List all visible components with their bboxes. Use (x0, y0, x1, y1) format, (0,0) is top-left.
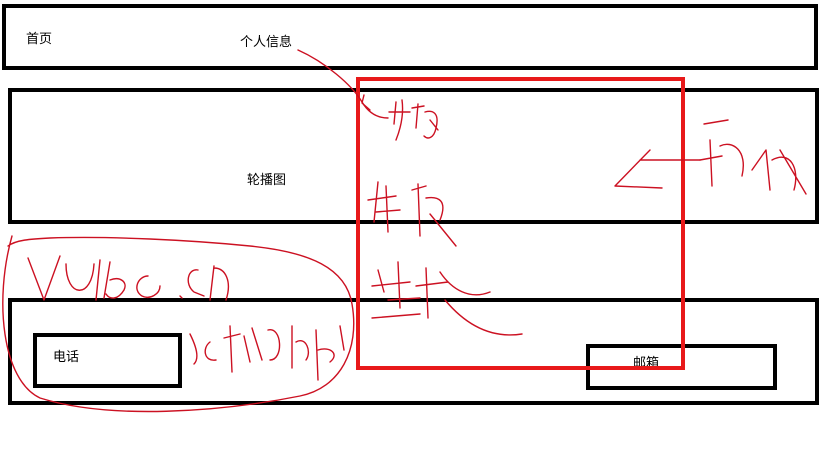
carousel-label: 轮播图 (247, 173, 287, 188)
phone-label: 电话 (53, 350, 80, 365)
top-nav-bar (2, 4, 818, 70)
carousel-banner (8, 88, 819, 224)
left-annotation-text-vue (27, 255, 230, 301)
nav-profile-link[interactable]: 个人信息 (240, 35, 293, 50)
email-box[interactable] (586, 344, 777, 390)
email-label: 邮箱 (633, 356, 660, 371)
nav-home-link[interactable]: 首页 (26, 32, 53, 47)
